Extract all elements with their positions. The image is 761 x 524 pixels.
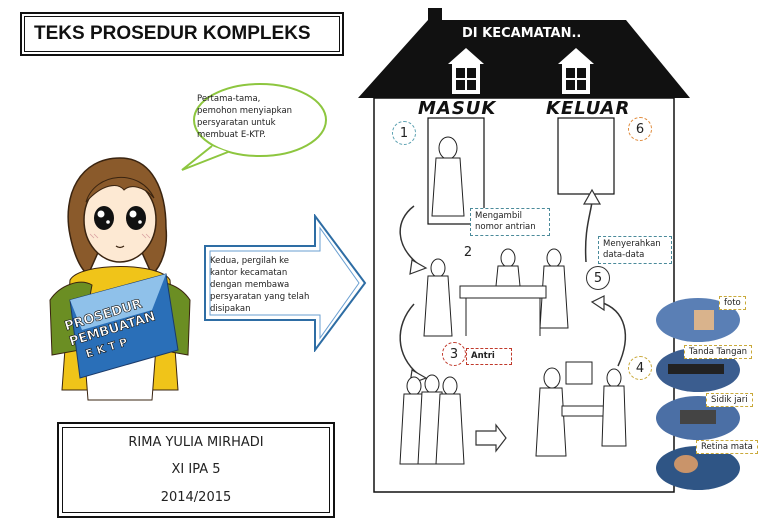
- photo-label: Tanda Tangan: [684, 345, 753, 359]
- arrow-line: kantor kecamatan: [210, 268, 288, 278]
- step-number: 1: [392, 121, 416, 145]
- author-frame: [57, 422, 335, 518]
- step-number: 5: [586, 266, 610, 290]
- arrow-text: Kedua, pergilah ke kantor kecamatan deng…: [210, 255, 330, 315]
- bubble-line: persyaratan untuk: [197, 118, 276, 128]
- process-arrow: [204, 214, 367, 352]
- label-line: Antri: [471, 351, 495, 361]
- title-frame: [20, 12, 344, 56]
- exit-label: KELUAR: [546, 98, 631, 119]
- label-line: data-data: [603, 250, 645, 260]
- photo-label: foto: [719, 296, 746, 310]
- entry-label: MASUK: [418, 98, 497, 119]
- author-name: RIMA YULIA MIRHADI: [128, 435, 264, 450]
- step-number: 4: [628, 356, 652, 380]
- step-3-label: Antri: [466, 348, 512, 365]
- arrow-line: dengan membawa: [210, 280, 290, 290]
- label-line: Mengambil: [475, 211, 522, 221]
- step-2-label: Mengambil nomor antrian: [470, 208, 550, 236]
- bubble-text: Pertama-tama, pemohon menyiapkan persyar…: [197, 93, 317, 141]
- speech-bubble: [181, 83, 327, 171]
- photo-label: Sidik jari: [706, 393, 753, 407]
- bubble-line: membuat E-KTP.: [197, 130, 266, 140]
- step-number: 6: [628, 117, 652, 141]
- roof-label: DI KECAMATAN..: [462, 26, 582, 41]
- label-line: Menyerahkan: [603, 239, 661, 249]
- author-inner-frame: [62, 427, 330, 513]
- step-number: 2: [463, 244, 473, 260]
- author-year: 2014/2015: [160, 490, 232, 505]
- booklet: PROSEDUR PEMBUATAN E K T P: [62, 270, 182, 382]
- arrow-line: disipakan: [210, 304, 251, 314]
- building: [358, 8, 690, 493]
- bubble-line: pemohon menyiapkan: [197, 106, 293, 116]
- arrow-line: persyaratan yang telah: [210, 292, 310, 302]
- page-title: TEKS PROSEDUR KOMPLEKS: [34, 23, 311, 44]
- arrow-line: Kedua, pergilah ke: [210, 256, 290, 266]
- step-5-label: Menyerahkan data-data: [598, 236, 672, 264]
- bubble-line: Pertama-tama,: [197, 94, 261, 104]
- photo-column: [656, 298, 740, 490]
- photo-label: Retina mata: [696, 440, 758, 454]
- step-number: 3: [442, 342, 466, 366]
- label-line: nomor antrian: [475, 222, 536, 232]
- author-class: XI IPA 5: [171, 462, 221, 477]
